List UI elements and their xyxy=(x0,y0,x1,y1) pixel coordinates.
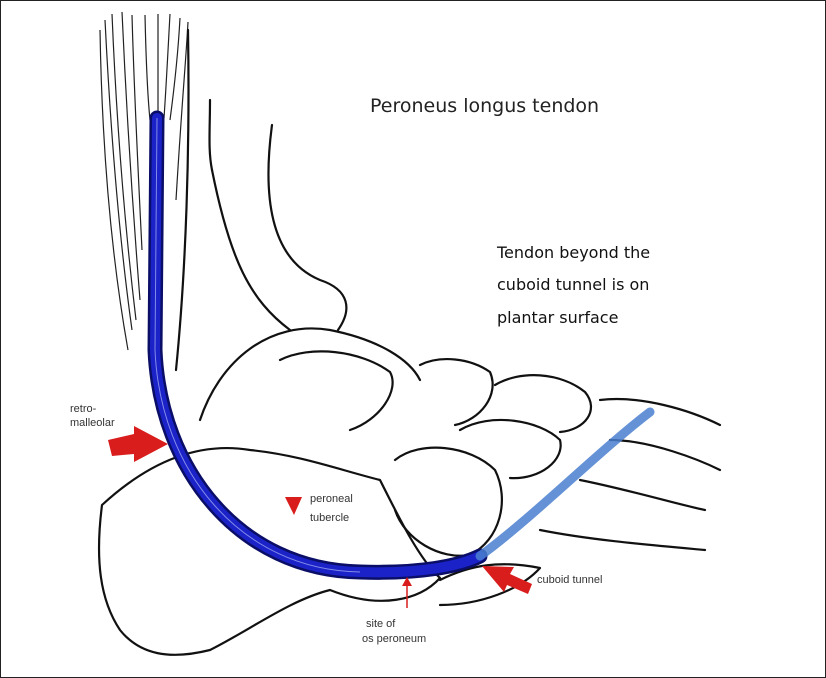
annotation-arrows xyxy=(108,426,532,608)
note-line-1: Tendon beyond the xyxy=(496,243,650,262)
retromalleolar-label-2: malleolar xyxy=(70,417,115,429)
os-peroneum-label-1: site of xyxy=(366,618,396,630)
diagram-title: Peroneus longus tendon xyxy=(370,95,599,117)
peroneal-tubercle-arrow xyxy=(285,497,302,515)
note-line-3: plantar surface xyxy=(497,308,618,327)
retromalleolar-arrow xyxy=(108,426,168,462)
note-line-2: cuboid tunnel is on xyxy=(497,275,649,294)
peroneus-muscle-fibers xyxy=(99,11,189,351)
retromalleolar-label-1: retro- xyxy=(70,403,97,415)
os-peroneum-arrowhead xyxy=(402,577,412,586)
peroneal-tubercle-label-1: peroneal xyxy=(310,493,353,505)
leg-bones xyxy=(174,28,348,372)
cuboid-tunnel-arrow xyxy=(482,566,532,594)
cuboid-tunnel-label: cuboid tunnel xyxy=(537,574,602,586)
os-peroneum-label-2: os peroneum xyxy=(362,633,426,645)
peroneal-tubercle-label-2: tubercle xyxy=(310,512,349,524)
peroneus-longus-tendon xyxy=(147,110,655,580)
foot-bones xyxy=(97,327,722,656)
